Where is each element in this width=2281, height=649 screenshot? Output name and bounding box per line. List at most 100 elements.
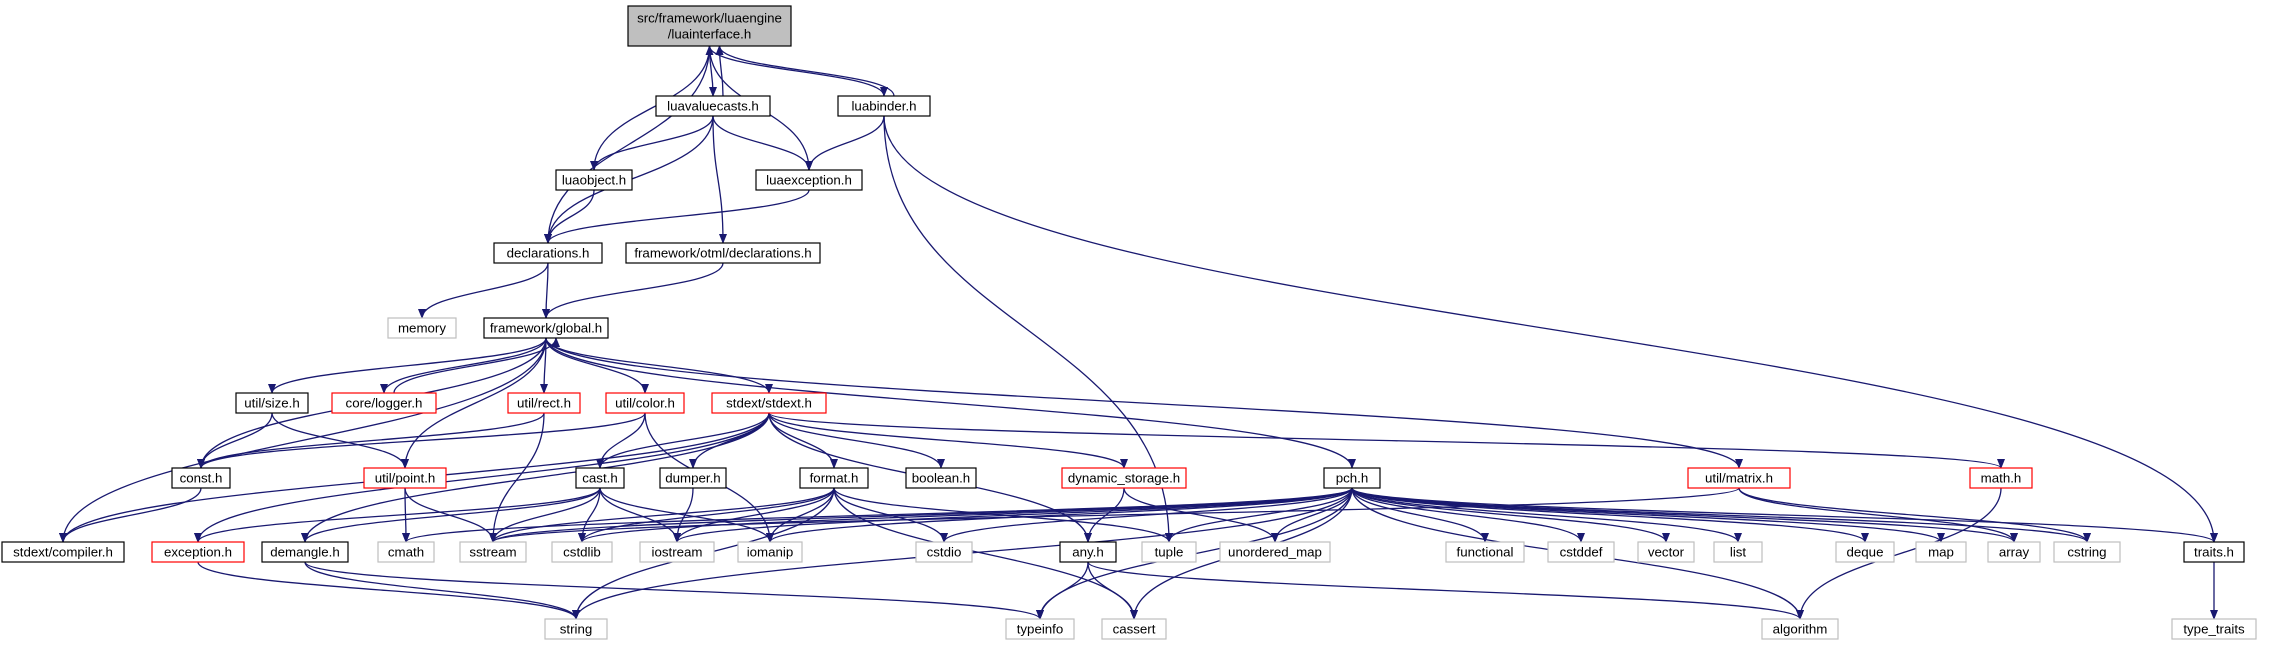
node-box: [331, 392, 437, 414]
node-cast[interactable]: cast.h: [575, 467, 625, 489]
edge-pch-to-map: [1351, 487, 1945, 543]
node-label: typeinfo: [1017, 621, 1064, 636]
edge-dynstorage-to-unordered_map: [1123, 487, 1279, 543]
node-label: cast.h: [582, 470, 617, 485]
node-luavaluecasts[interactable]: luavaluecasts.h: [655, 95, 771, 117]
node-box: [1969, 467, 2033, 489]
node-demangle[interactable]: demangle.h: [261, 541, 349, 563]
edge-format-to-iostream: [673, 487, 835, 543]
node-label: any.h: [1072, 544, 1104, 559]
node-label: algorithm: [1773, 621, 1828, 636]
edge-luabinder-to-traits: [883, 115, 2218, 543]
node-box: [493, 242, 603, 264]
node-stdext[interactable]: stdext/stdext.h: [711, 392, 827, 414]
node-box: [377, 541, 435, 563]
node-dynstorage[interactable]: dynamic_storage.h: [1061, 467, 1187, 489]
edge-luabinder-to-root: [715, 45, 895, 97]
node-algorithm: algorithm: [1761, 618, 1839, 640]
node-global[interactable]: framework/global.h: [483, 317, 609, 339]
node-box: [171, 467, 231, 489]
node-any[interactable]: any.h: [1059, 541, 1117, 563]
edge-global-to-matrix: [545, 337, 1743, 469]
node-label: luabinder.h: [851, 98, 916, 113]
node-rect[interactable]: util/rect.h: [507, 392, 581, 414]
edge-luavaluecasts-to-luaobject: [590, 115, 714, 171]
node-box: [507, 392, 581, 414]
node-label: util/point.h: [375, 470, 436, 485]
edge-root-to-luabinder: [708, 45, 888, 97]
node-sstream: sstream: [459, 541, 527, 563]
edge-matrix-to-cstring: [1738, 487, 2091, 543]
node-label: demangle.h: [270, 544, 340, 559]
node-label: map: [1928, 544, 1954, 559]
node-dumper[interactable]: dumper.h: [659, 467, 727, 489]
node-box: [755, 169, 863, 191]
edge-luavaluecasts-to-root: [715, 45, 724, 97]
node-traits[interactable]: traits.h: [2183, 541, 2245, 563]
node-pch[interactable]: pch.h: [1323, 467, 1381, 489]
edge-math-to-algorithm: [1796, 487, 2002, 620]
edge-dumper-to-iostream: [673, 487, 694, 543]
node-cstring: cstring: [2053, 541, 2121, 563]
node-label: const.h: [180, 470, 223, 485]
edge-pch-to-sstream: [489, 487, 1353, 543]
node-box: [2053, 541, 2121, 563]
node-box: [1445, 541, 1525, 563]
edge-luavaluecasts-to-otml_decl: [712, 115, 727, 244]
node-deque: deque: [1835, 541, 1895, 563]
node-compiler[interactable]: stdext/compiler.h: [1, 541, 125, 563]
node-box: [1547, 541, 1615, 563]
node-label: declarations.h: [507, 245, 590, 260]
node-iomanip: iomanip: [737, 541, 803, 563]
node-box: [625, 242, 821, 264]
node-box: [659, 467, 727, 489]
node-color[interactable]: util/color.h: [605, 392, 685, 414]
node-box: [235, 392, 309, 414]
edge-global-to-compiler: [59, 337, 547, 543]
node-box: [1061, 467, 1187, 489]
edge-pch-to-cstdlib: [578, 487, 1353, 543]
node-label: cassert: [1113, 621, 1156, 636]
node-box: [483, 317, 609, 339]
node-size[interactable]: util/size.h: [235, 392, 309, 414]
node-math[interactable]: math.h: [1969, 467, 2033, 489]
edge-pch-to-deque: [1351, 487, 1869, 543]
node-box: [1915, 541, 1967, 563]
node-label: util/size.h: [244, 395, 299, 410]
node-box: [737, 541, 803, 563]
edge-luavaluecasts-to-luaexception: [712, 115, 813, 171]
node-label: framework/global.h: [490, 320, 602, 335]
edge-cast-to-demangle: [301, 487, 601, 543]
node-label: cmath: [388, 544, 424, 559]
node-logger[interactable]: core/logger.h: [331, 392, 437, 414]
node-matrix[interactable]: util/matrix.h: [1687, 467, 1791, 489]
edge-pch-to-iomanip: [766, 487, 1353, 543]
node-box: [1637, 541, 1695, 563]
edge-luaobject-to-root: [593, 45, 714, 171]
node-luabinder[interactable]: luabinder.h: [837, 95, 931, 117]
edge-pch-to-unordered_map: [1271, 487, 1353, 543]
node-luaexception[interactable]: luaexception.h: [755, 169, 863, 191]
node-format[interactable]: format.h: [799, 467, 869, 489]
node-point[interactable]: util/point.h: [363, 467, 447, 489]
node-unordered_map: unordered_map: [1219, 541, 1331, 563]
node-const[interactable]: const.h: [171, 467, 231, 489]
edge-demangle-to-string: [304, 561, 580, 620]
node-iostream: iostream: [639, 541, 715, 563]
node-box: [639, 541, 715, 563]
node-otml_decl[interactable]: framework/otml/declarations.h: [625, 242, 821, 264]
node-luaobject[interactable]: luaobject.h: [555, 169, 633, 191]
node-memory: memory: [387, 317, 457, 339]
edge-pch-to-list: [1351, 487, 1742, 543]
edge-declarations-to-global: [542, 262, 551, 319]
node-exception[interactable]: exception.h: [151, 541, 245, 563]
node-boolean[interactable]: boolean.h: [905, 467, 977, 489]
node-label: iostream: [652, 544, 703, 559]
edge-global-to-point: [401, 337, 547, 469]
node-box: [1059, 541, 1117, 563]
node-root[interactable]: src/framework/luaengine/luainterface.h: [627, 5, 792, 47]
edge-stdext-to-cast: [596, 412, 770, 469]
node-label: luavaluecasts.h: [667, 98, 759, 113]
node-declarations[interactable]: declarations.h: [493, 242, 603, 264]
node-functional: functional: [1445, 541, 1525, 563]
